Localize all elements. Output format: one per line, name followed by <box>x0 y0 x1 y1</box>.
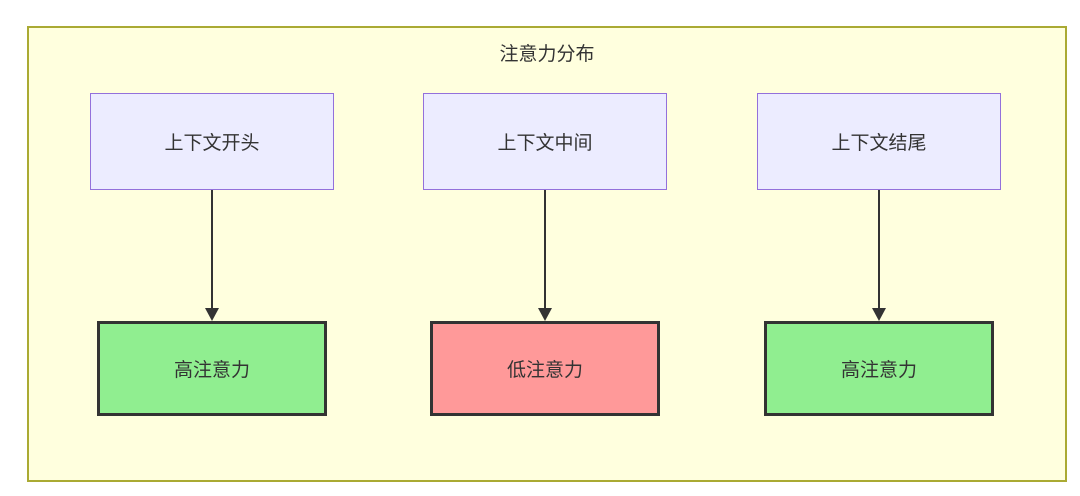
attention-distribution-cluster: 注意力分布 上下文开头 高注意力 上下文中间 低注意力 上下文结尾 高注意力 <box>27 26 1067 482</box>
arrow-head-icon <box>538 308 552 321</box>
column-context-end: 上下文结尾 高注意力 <box>757 93 1001 416</box>
down-arrow <box>205 190 219 321</box>
column-context-start: 上下文开头 高注意力 <box>90 93 334 416</box>
node-context-start: 上下文开头 <box>90 93 334 190</box>
arrow-line <box>211 190 213 308</box>
node-context-middle: 上下文中间 <box>423 93 667 190</box>
arrow-head-icon <box>872 308 886 321</box>
node-attention-result-start: 高注意力 <box>97 321 327 416</box>
node-attention-result-middle: 低注意力 <box>430 321 660 416</box>
arrow-line <box>878 190 880 308</box>
column-context-middle: 上下文中间 低注意力 <box>423 93 667 416</box>
node-context-end: 上下文结尾 <box>757 93 1001 190</box>
down-arrow <box>538 190 552 321</box>
down-arrow <box>872 190 886 321</box>
arrow-line <box>544 190 546 308</box>
node-attention-result-end: 高注意力 <box>764 321 994 416</box>
arrow-head-icon <box>205 308 219 321</box>
cluster-title: 注意力分布 <box>499 43 595 65</box>
